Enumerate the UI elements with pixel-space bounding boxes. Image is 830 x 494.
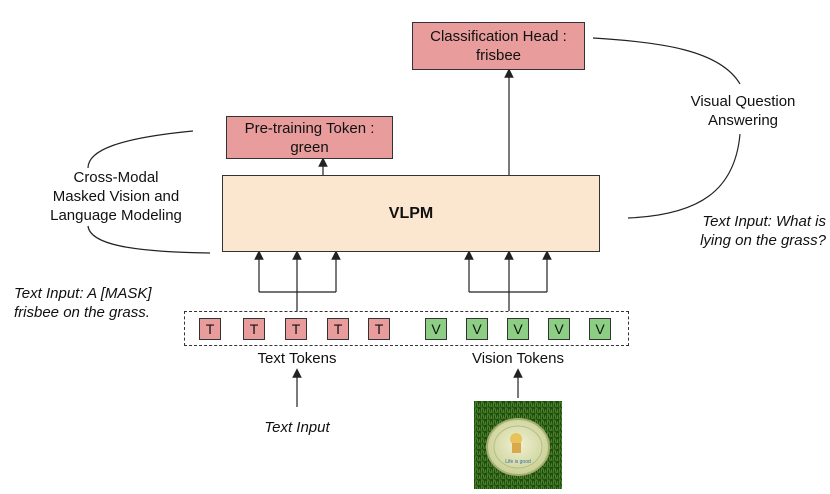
text-token: T (368, 318, 390, 340)
pretraining-token-box: Pre-training Token : green (226, 116, 393, 159)
classification-head-title: Classification Head : (430, 28, 567, 45)
vision-token: V (507, 318, 529, 340)
frisbee-image: Life is good (474, 401, 562, 489)
left-text-input: Text Input: A [MASK] frisbee on the gras… (14, 285, 152, 321)
vision-tokens-label: Vision Tokens (471, 350, 564, 367)
vision-token: V (466, 318, 488, 340)
text-input-label: Text Input (264, 419, 330, 436)
vision-token: V (589, 318, 611, 340)
vlpm-label: VLPM (388, 204, 434, 222)
token-sequence-frame (184, 311, 629, 346)
left-task-label: Cross-Modal Masked Vision and Language M… (50, 169, 182, 224)
vision-token: V (425, 318, 447, 340)
classification-head-box: Classification Head : frisbee (412, 22, 585, 70)
text-token: T (199, 318, 221, 340)
classification-head-value: frisbee (475, 47, 522, 64)
vlpm-box: VLPM (222, 175, 600, 252)
text-token: T (285, 318, 307, 340)
text-token: T (327, 318, 349, 340)
right-bracket-bottom (627, 133, 741, 219)
text-token: T (243, 318, 265, 340)
text-tokens-label: Text Tokens (257, 350, 337, 367)
vision-token: V (548, 318, 570, 340)
left-bracket-top (87, 130, 194, 169)
right-text-input: Text Input: What is lying on the grass? (700, 213, 826, 249)
pretraining-token-title: Pre-training Token : (244, 119, 375, 137)
right-task-label: Visual Question Answering (690, 93, 796, 129)
right-bracket-top (592, 37, 741, 85)
left-bracket-bottom (87, 225, 211, 254)
pretraining-token-value: green (290, 138, 329, 156)
frisbee-logo-text: Life is good (505, 459, 531, 465)
